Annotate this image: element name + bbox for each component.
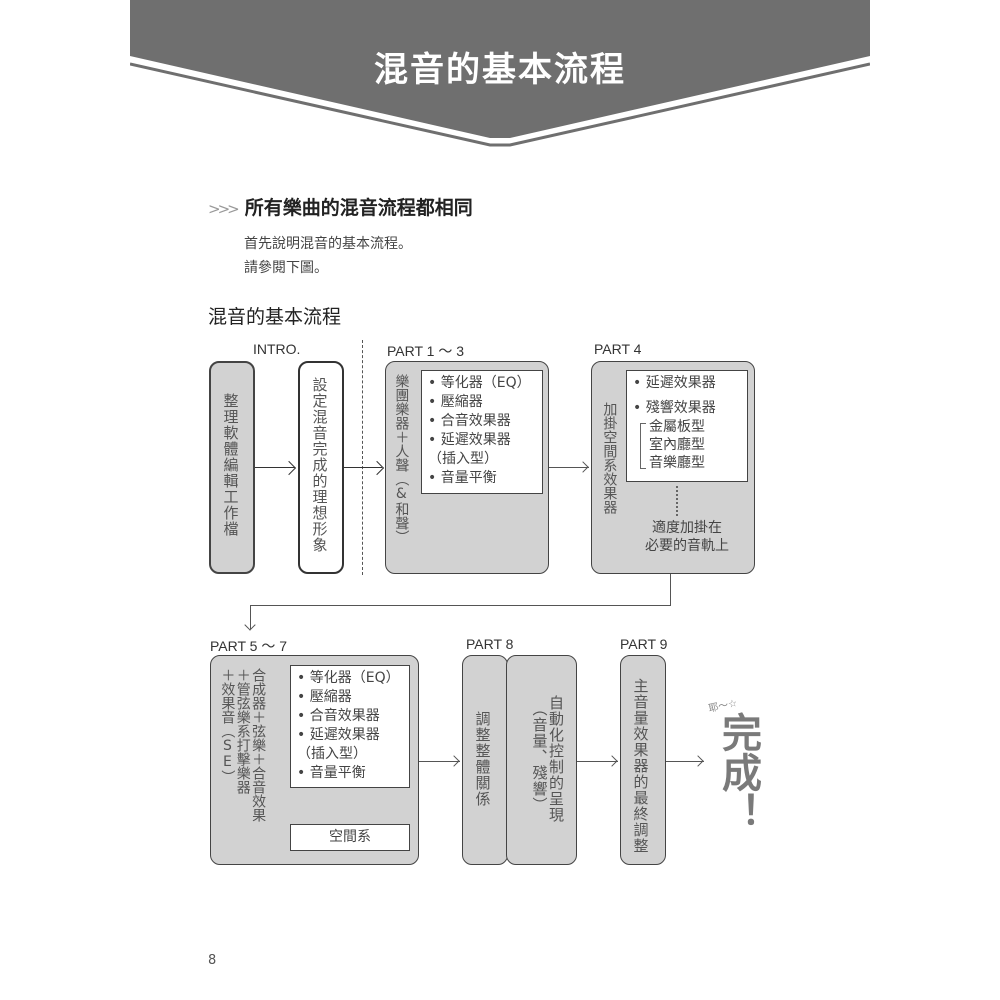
stage-label-part9: PART 9: [620, 636, 668, 652]
arrow-right-icon: [692, 755, 704, 767]
ellipsis-dots: [676, 486, 678, 516]
stage-label-part1-3: PART 1 〜 3: [387, 343, 465, 359]
list-item: 壓縮器: [297, 688, 403, 707]
step-ideal-image: 設定混音完成的理想形象: [298, 361, 344, 574]
stage-label-part5-7: PART 5 〜 7: [210, 638, 288, 654]
header-banner: [130, 0, 870, 147]
arrow-line: [419, 761, 460, 762]
part1-3-box: 樂團樂器＋人聲（&和聲） 等化器（EQ） 壓縮器 合音效果器 延遲效果器 （插入…: [385, 361, 549, 574]
reverb-types: 金屬板型 室內廳型 音樂廳型: [633, 418, 741, 472]
finish-label: 完成！: [715, 712, 761, 832]
arrow-right-icon: [606, 755, 618, 767]
list-item: 等化器（EQ）: [428, 374, 536, 393]
section-heading: >>>所有樂曲的混音流程都相同: [208, 193, 473, 220]
list-item: 音量平衡: [428, 469, 536, 488]
step-organize-project-text: 整理軟體編輯工作檔: [221, 393, 240, 537]
step-master-final-text: 主音量效果器的最終調整: [631, 678, 650, 854]
part4-box: 加掛空間系效果器 延遲效果器 殘響效果器 金屬板型 室內廳型 音樂廳型 適度加掛…: [591, 361, 755, 574]
page-number: 8: [208, 953, 217, 968]
part1-3-effects-list: 等化器（EQ） 壓縮器 合音效果器 延遲效果器 （插入型） 音量平衡: [421, 370, 543, 494]
part4-side-text: 加掛空間系效果器: [601, 402, 618, 514]
list-item: 合音效果器: [428, 412, 536, 431]
step-ideal-image-text: 設定混音完成的理想形象: [310, 377, 329, 553]
list-item: （插入型）: [428, 451, 498, 467]
arrow-right-icon: [369, 460, 385, 476]
arrow-down-icon: [244, 619, 256, 631]
list-item: 等化器（EQ）: [297, 669, 403, 688]
part4-effects-list: 延遲效果器 殘響效果器 金屬板型 室內廳型 音樂廳型: [626, 370, 748, 482]
step-adjust-overall-text: 調整整體關係: [473, 711, 492, 807]
list-item: 金屬板型: [649, 419, 705, 435]
side-col: 合成器＋弦樂＋合音效果: [250, 668, 267, 822]
list-item: 音樂廳型: [649, 455, 705, 471]
connector-line: [250, 605, 671, 606]
part5-7-side-text: 合成器＋弦樂＋合音效果 ＋管弦樂系打擊樂器 ＋效果音（SE）: [219, 668, 267, 858]
step-adjust-overall: 調整整體關係: [462, 655, 508, 865]
stage-label-part8: PART 8: [466, 636, 514, 652]
side-col: ＋管弦樂系打擊樂器: [234, 668, 251, 794]
note-line: 必要的音軌上: [645, 538, 729, 554]
intro-divider: [362, 340, 363, 575]
arrow-right-icon: [448, 755, 460, 767]
list-item: 延遲效果器: [297, 726, 403, 745]
connector-line: [670, 574, 671, 605]
list-item: 延遲效果器: [428, 431, 536, 450]
step-master-final: 主音量效果器的最終調整: [620, 655, 666, 865]
paragraph-line-2: 請參閱下圖。: [244, 260, 328, 276]
arrow-right-icon: [281, 460, 297, 476]
side-col: ＋效果音（SE）: [219, 668, 236, 784]
part4-note: 適度加掛在 必要的音軌上: [626, 519, 748, 555]
step-organize-project: 整理軟體編輯工作檔: [209, 361, 255, 574]
stage-label-intro: INTRO.: [253, 341, 301, 357]
arrow-line: [344, 467, 382, 468]
part5-7-box: 合成器＋弦樂＋合音效果 ＋管弦樂系打擊樂器 ＋效果音（SE） 等化器（EQ） 壓…: [210, 655, 419, 865]
arrow-line: [549, 467, 589, 468]
list-item: 延遲效果器: [633, 374, 741, 393]
section-heading-text: 所有樂曲的混音流程都相同: [244, 197, 473, 219]
list-item: 殘響效果器: [633, 399, 741, 418]
arrow-line: [577, 761, 618, 762]
arrow-line: [666, 761, 704, 762]
list-item: 合音效果器: [297, 707, 403, 726]
list-item: 室內廳型: [649, 437, 705, 453]
part1-3-side-text: 樂團樂器＋人聲（&和聲）: [393, 374, 410, 544]
connector-line: [250, 605, 251, 629]
note-line: 適度加掛在: [652, 520, 722, 536]
list-item: （插入型）: [297, 746, 367, 762]
space-effects-box: 空間系: [290, 824, 410, 851]
bracket: [640, 423, 646, 469]
paragraph-line-1: 首先說明混音的基本流程。: [244, 236, 412, 252]
arrow-line: [255, 467, 295, 468]
list-item: 音量平衡: [297, 764, 403, 783]
automation-sub: （音量、殘響）: [530, 701, 549, 813]
arrow-right-icon: [577, 461, 589, 473]
step-automation: 自動化控制的呈現 （音量、殘響）: [506, 655, 577, 865]
page-title: 混音的基本流程: [374, 50, 626, 90]
list-item: 壓縮器: [428, 393, 536, 412]
part5-7-effects-list: 等化器（EQ） 壓縮器 合音效果器 延遲效果器 （插入型） 音量平衡: [290, 665, 410, 788]
stage-label-part4: PART 4: [594, 341, 642, 357]
figure-title: 混音的基本流程: [208, 306, 342, 328]
chevrons-icon: >>>: [208, 200, 240, 218]
automation-main: 自動化控制的呈現: [547, 695, 565, 823]
step-automation-text: 自動化控制的呈現 （音量、殘響）: [530, 695, 566, 823]
